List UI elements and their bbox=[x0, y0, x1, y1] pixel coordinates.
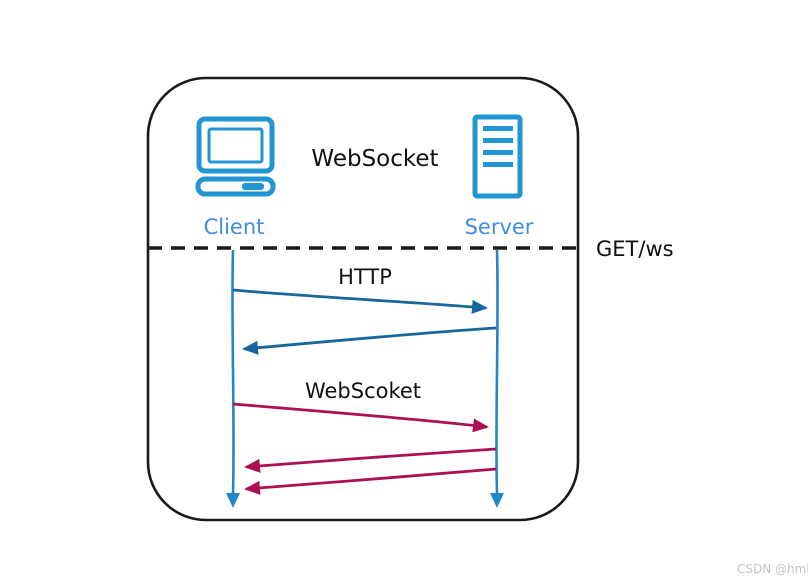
server-label: Server bbox=[465, 215, 534, 239]
server-lifeline bbox=[495, 249, 499, 495]
server-lifeline-arrowhead-icon bbox=[490, 493, 504, 508]
diagram-title: WebSocket bbox=[311, 146, 438, 172]
server-tower-icon bbox=[472, 114, 523, 199]
websocket-section-label: WebScoket bbox=[305, 379, 421, 403]
http-label: HTTP bbox=[338, 265, 392, 289]
ws-server-to-client-arrow-2 bbox=[244, 467, 497, 495]
watermark: CSDN @hmb 1 bbox=[737, 562, 808, 576]
client-lifeline-arrowhead-icon bbox=[226, 493, 240, 508]
client-lifeline bbox=[231, 249, 235, 495]
client-label: Client bbox=[204, 215, 265, 239]
http-request-arrow bbox=[232, 288, 488, 314]
diagram-border bbox=[146, 76, 580, 522]
handshake-label: GET/ws bbox=[596, 237, 674, 261]
desktop-computer-icon bbox=[195, 116, 276, 197]
ws-server-to-client-arrow-1 bbox=[244, 447, 497, 473]
ws-client-to-server-arrow bbox=[232, 402, 489, 433]
http-response-arrow bbox=[242, 326, 497, 355]
